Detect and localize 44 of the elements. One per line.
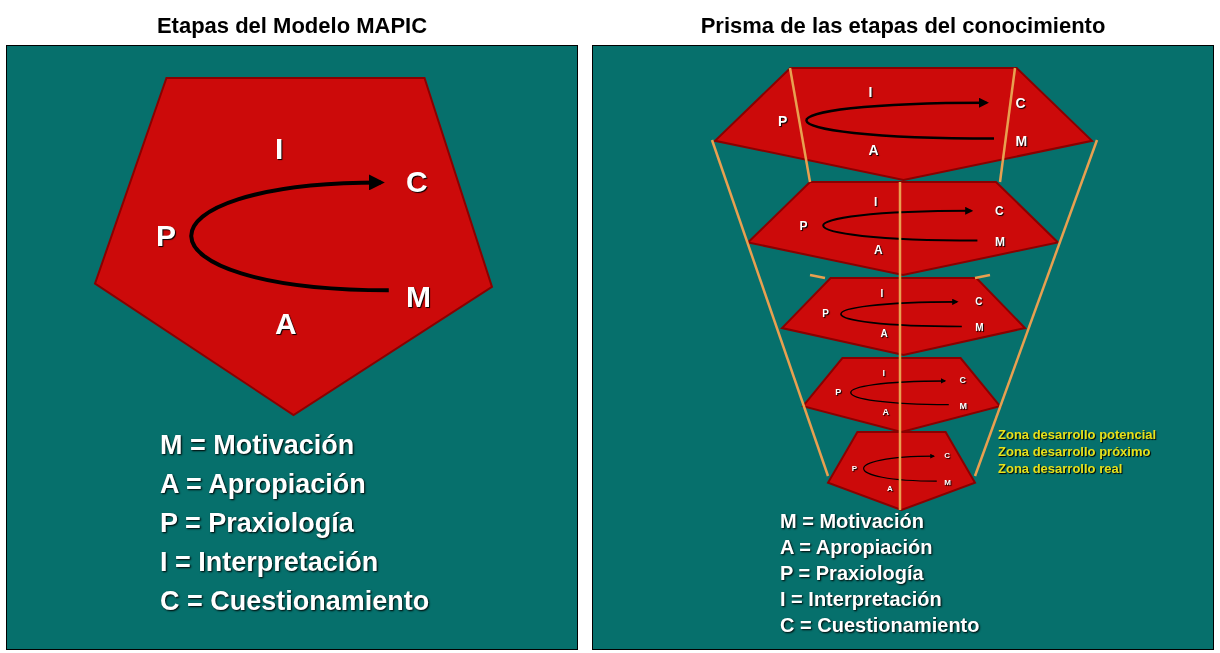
- stage-letter: P: [851, 464, 857, 473]
- stage-letter: A: [275, 309, 297, 339]
- stage-letter: C: [975, 296, 983, 307]
- stage-letter: M: [975, 323, 984, 334]
- key-text: M = Motivación: [780, 511, 924, 531]
- key-text: M = Motivación: [160, 432, 355, 459]
- stage-letter: A: [874, 243, 883, 256]
- stage-letter: C: [994, 204, 1004, 217]
- stage-letter: C: [944, 452, 951, 461]
- zone-label: Zona desarrollo real: [998, 462, 1123, 475]
- key-text: I = Interpretación: [160, 549, 379, 576]
- key-text: I = Interpretación: [780, 589, 942, 609]
- key-text: P = Praxiología: [160, 510, 354, 537]
- stage-letter: M: [994, 236, 1005, 249]
- stage-letter: M: [1015, 133, 1028, 148]
- stage-letter: M: [944, 478, 951, 487]
- zone-label: Zona desarrollo potencial: [998, 428, 1157, 441]
- key-text: C = Cuestionamiento: [160, 588, 430, 615]
- panel-title: Prisma de las etapas del conocimiento: [699, 13, 1107, 39]
- stage-letter: A: [868, 142, 879, 157]
- stage-letter: I: [882, 369, 886, 379]
- stage-letter: A: [882, 407, 890, 417]
- zone-label: Zona desarrollo próximo: [998, 445, 1151, 458]
- stage-letter: P: [835, 388, 842, 398]
- stage-letter: P: [777, 113, 788, 128]
- key-text: C = Cuestionamiento: [780, 615, 980, 635]
- stage-letter: P: [799, 219, 808, 232]
- stage-letter: A: [886, 484, 893, 493]
- stage-letter: C: [1015, 95, 1026, 110]
- panel-title: Etapas del Modelo MAPIC: [155, 13, 429, 39]
- stage-letter: I: [868, 84, 873, 99]
- stage-letter: I: [275, 133, 284, 164]
- key-text: P = Praxiología: [780, 563, 924, 583]
- stage-letter: P: [155, 221, 176, 252]
- stage-letter: A: [880, 329, 888, 340]
- stage-letter: I: [880, 289, 884, 300]
- key-text: A = Apropiación: [160, 471, 366, 498]
- stage-letter: C: [959, 376, 966, 386]
- stage-letter: C: [406, 167, 428, 198]
- stage-letter: M: [959, 401, 967, 411]
- key-text: A = Apropiación: [780, 537, 933, 557]
- stage-letter: P: [822, 309, 829, 320]
- stage-letter: I: [874, 195, 878, 208]
- stage-letter: M: [406, 282, 432, 313]
